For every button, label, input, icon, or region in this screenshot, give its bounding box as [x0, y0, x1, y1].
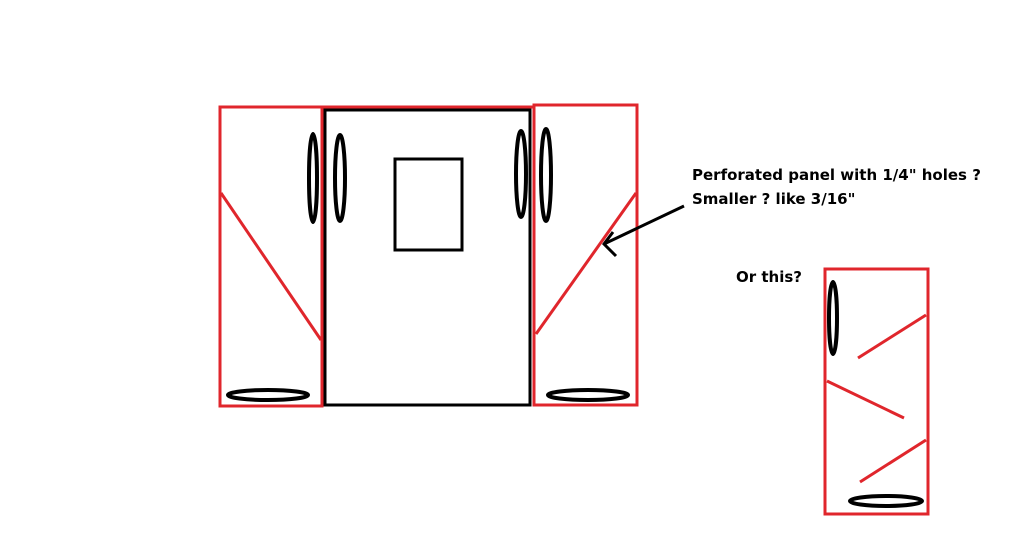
left-side-panel: [218, 105, 324, 408]
right-panel-port-horizontal: [546, 388, 630, 402]
center-panel-port-left: [333, 133, 347, 223]
alternative-baffle-lower: [859, 438, 927, 484]
alternative-baffle-middle: [826, 379, 905, 420]
left-panel-diagonal-baffle: [219, 192, 323, 341]
alternative-panel-outline: [823, 267, 930, 516]
alternative-baffle-upper: [857, 313, 927, 360]
right-panel-outline: [532, 103, 639, 407]
center-panel-outline: [323, 108, 532, 407]
alternative-panel: [823, 267, 930, 516]
left-panel-outline: [218, 105, 324, 408]
center-panel-port-right: [514, 129, 528, 219]
perforated-panel-note: Perforated panel with 1/4" holes ? Small…: [692, 163, 981, 211]
note-line-2: Smaller ? like 3/16": [692, 190, 856, 208]
center-panel-window: [393, 157, 464, 252]
arrow-shaft: [603, 204, 685, 246]
right-side-panel: [532, 103, 639, 407]
note-line-1: Perforated panel with 1/4" holes ?: [692, 166, 981, 184]
left-panel-port-horizontal: [226, 388, 310, 402]
alternative-note: Or this?: [736, 268, 802, 286]
alternative-port-vertical: [827, 280, 839, 356]
right-panel-port-vertical: [539, 127, 553, 223]
annotation-arrow: [602, 204, 685, 258]
right-panel-diagonal-baffle: [534, 192, 638, 335]
arrow-head: [602, 231, 618, 258]
alternative-port-horizontal: [848, 494, 924, 508]
center-panel: [322, 105, 534, 407]
left-panel-port-vertical: [307, 132, 319, 224]
